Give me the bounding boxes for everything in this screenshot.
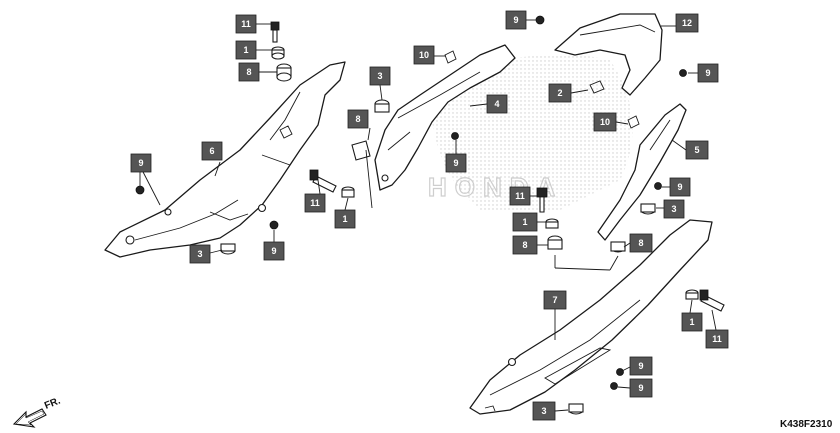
callout-1: 1 — [334, 209, 356, 229]
svg-text:3: 3 — [541, 406, 546, 416]
grommet-8-left — [276, 63, 292, 82]
callout-9: 9 — [629, 378, 653, 398]
svg-text:10: 10 — [600, 117, 610, 127]
bolt-11-right — [536, 187, 725, 312]
callout-5: 5 — [685, 140, 709, 160]
svg-text:8: 8 — [246, 67, 251, 77]
svg-text:9: 9 — [271, 246, 276, 256]
callout-9: 9 — [263, 241, 285, 261]
svg-text:11: 11 — [712, 334, 722, 344]
diagram-code: K438F2310 — [780, 419, 833, 430]
callout-6: 6 — [201, 141, 223, 161]
callout-9: 9 — [505, 10, 527, 30]
callout-9: 9 — [629, 356, 653, 376]
svg-text:1: 1 — [689, 317, 694, 327]
watermark-emblem: HONDA — [427, 54, 633, 211]
callout-1: 1 — [681, 312, 703, 332]
side-cover-right — [469, 219, 713, 415]
collar-1-right — [545, 218, 699, 300]
front-direction-arrow: FR. — [12, 395, 62, 428]
svg-text:2: 2 — [557, 88, 562, 98]
bolt-11-mid — [309, 169, 337, 193]
callout-2: 2 — [548, 83, 572, 103]
svg-text:11: 11 — [241, 19, 251, 29]
grommet-3-right — [568, 203, 656, 415]
callout-8: 8 — [347, 109, 369, 129]
callout-3: 3 — [532, 401, 556, 421]
svg-text:8: 8 — [638, 238, 643, 248]
svg-text:1: 1 — [342, 214, 347, 224]
callout-11: 11 — [509, 186, 531, 206]
inner-cover-center — [374, 44, 516, 191]
svg-text:8: 8 — [522, 240, 527, 250]
callout-9: 9 — [445, 153, 467, 173]
callout-9: 9 — [130, 153, 152, 173]
callout-12: 12 — [675, 13, 699, 33]
svg-text:5: 5 — [694, 145, 699, 155]
svg-text:3: 3 — [377, 71, 382, 81]
svg-text:7: 7 — [552, 295, 557, 305]
screw-9-left — [135, 185, 279, 230]
callout-10: 10 — [413, 45, 435, 65]
callout-8: 8 — [512, 235, 538, 255]
callout-9: 9 — [697, 63, 719, 83]
collar-1-left — [271, 46, 285, 60]
svg-text:9: 9 — [138, 158, 143, 168]
callout-1: 1 — [512, 212, 538, 232]
callout-3: 3 — [189, 244, 211, 264]
callout-4: 4 — [486, 94, 508, 114]
svg-text:12: 12 — [682, 18, 692, 28]
callout-11: 11 — [304, 193, 326, 213]
callout-8: 8 — [629, 233, 653, 253]
svg-text:8: 8 — [355, 114, 360, 124]
svg-text:3: 3 — [197, 249, 202, 259]
svg-text:9: 9 — [677, 182, 682, 192]
bolt-11-left — [270, 21, 280, 43]
collar-1-mid — [341, 186, 355, 198]
callout-11: 11 — [705, 329, 729, 349]
callout-3: 3 — [369, 66, 391, 86]
grab-rail — [535, 13, 687, 96]
watermark-text: HONDA — [428, 172, 563, 202]
screw-9-right — [610, 368, 624, 390]
svg-text:4: 4 — [494, 99, 499, 109]
callout-7: 7 — [543, 290, 567, 310]
callout-8: 8 — [238, 62, 260, 82]
svg-text:9: 9 — [513, 15, 518, 25]
front-label: FR. — [43, 395, 62, 411]
svg-text:11: 11 — [515, 191, 525, 201]
callout-10: 10 — [593, 112, 617, 132]
grommet-3-left — [220, 243, 236, 255]
svg-text:11: 11 — [310, 198, 320, 208]
callout-3: 3 — [663, 199, 685, 219]
inner-cover-right — [597, 103, 687, 241]
callout-1: 1 — [235, 40, 257, 60]
grommet-3-mid — [374, 99, 390, 113]
svg-text:9: 9 — [638, 383, 643, 393]
svg-text:1: 1 — [522, 217, 527, 227]
side-cover-left — [104, 61, 346, 258]
svg-text:3: 3 — [671, 204, 676, 214]
svg-text:9: 9 — [705, 68, 710, 78]
svg-text:9: 9 — [453, 158, 458, 168]
svg-text:9: 9 — [638, 361, 643, 371]
callout-9: 9 — [669, 177, 691, 197]
grommet-8-mid — [351, 140, 371, 161]
leader-lines — [139, 19, 717, 412]
svg-text:6: 6 — [209, 146, 214, 156]
svg-text:1: 1 — [243, 45, 248, 55]
svg-text:10: 10 — [419, 50, 429, 60]
grommet-8-right — [547, 235, 626, 253]
callout-11: 11 — [235, 14, 257, 34]
